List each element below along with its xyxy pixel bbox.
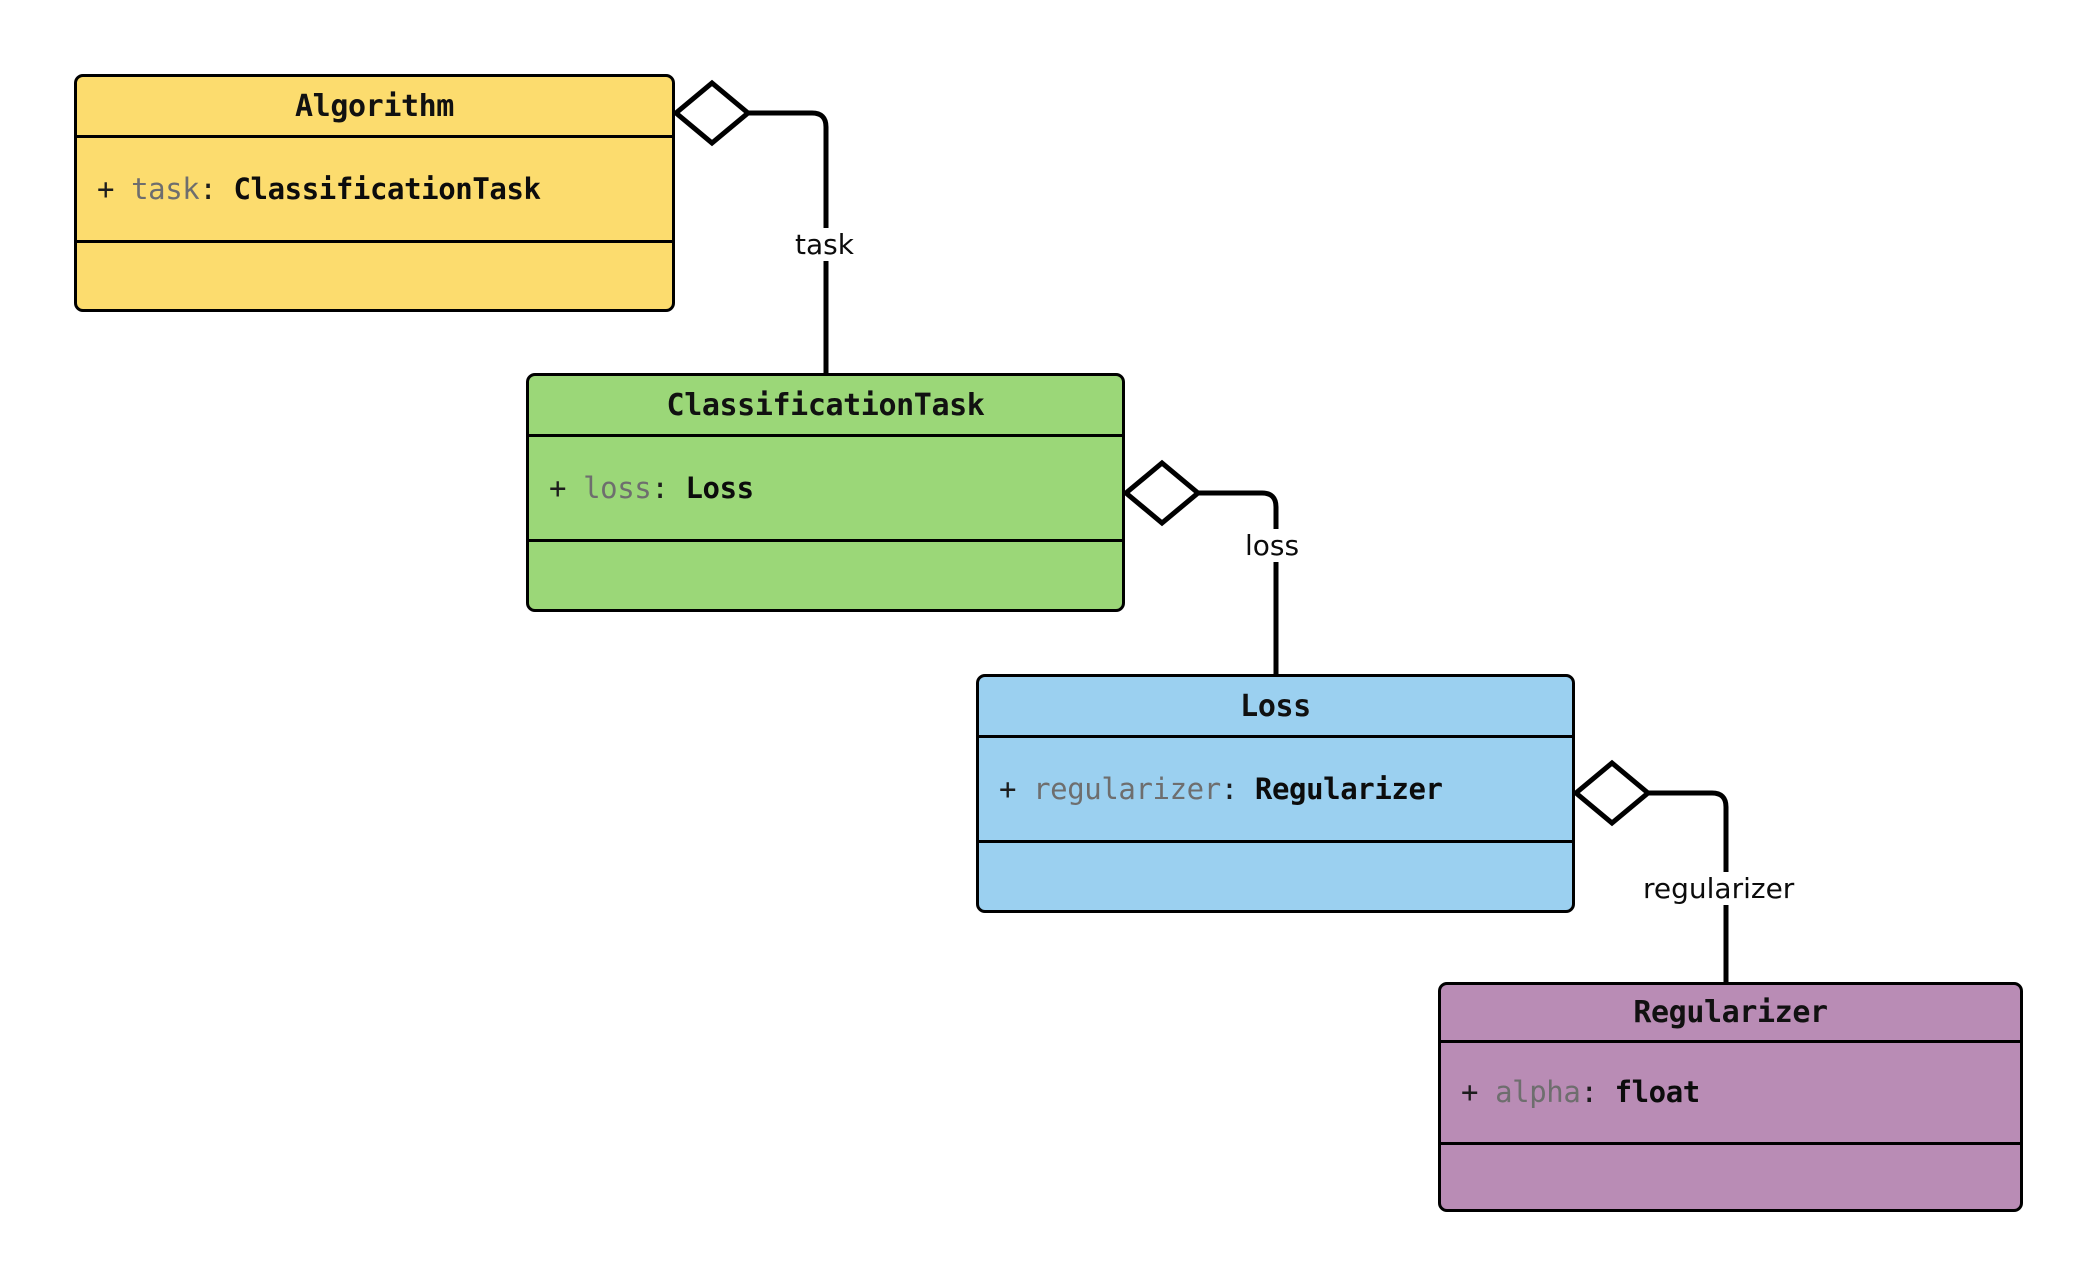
class-title-loss: Loss bbox=[979, 677, 1572, 738]
class-box-regularizer[interactable]: Regularizer + alpha: float bbox=[1438, 982, 2023, 1212]
attribute-name: task bbox=[131, 171, 200, 206]
class-methods-loss bbox=[979, 843, 1572, 910]
attribute-name: alpha bbox=[1495, 1075, 1581, 1110]
attribute-visibility: + bbox=[1461, 1075, 1479, 1110]
attribute-row: + task: ClassificationTask bbox=[97, 171, 672, 207]
class-attributes-algorithm: + task: ClassificationTask bbox=[77, 138, 672, 243]
class-attributes-classificationtask: + loss: Loss bbox=[529, 437, 1122, 542]
class-attributes-regularizer: + alpha: float bbox=[1441, 1043, 2020, 1145]
edge-label-regularizer: regularizer bbox=[1638, 872, 1800, 906]
attribute-type: ClassificationTask bbox=[233, 171, 541, 206]
aggregation-edge-loss bbox=[1122, 459, 1279, 674]
attribute-type: Regularizer bbox=[1254, 771, 1443, 806]
class-title-algorithm: Algorithm bbox=[77, 77, 672, 138]
class-box-loss[interactable]: Loss + regularizer: Regularizer bbox=[976, 674, 1575, 913]
attribute-type: Loss bbox=[685, 470, 755, 505]
attribute-type: float bbox=[1614, 1075, 1701, 1110]
aggregation-diamond-loss bbox=[1122, 459, 1202, 527]
edge-label-loss: loss bbox=[1240, 529, 1305, 563]
edge-line-loss bbox=[1198, 490, 1279, 674]
attribute-row: + loss: Loss bbox=[549, 470, 1122, 506]
aggregation-diamond-regularizer bbox=[1572, 759, 1652, 827]
aggregation-diamond-task bbox=[672, 79, 752, 147]
class-methods-regularizer bbox=[1441, 1145, 2020, 1209]
attribute-name: loss bbox=[583, 470, 652, 505]
attribute-separator: : bbox=[1220, 771, 1238, 806]
attribute-name: regularizer bbox=[1033, 771, 1221, 806]
class-box-algorithm[interactable]: Algorithm + task: ClassificationTask bbox=[74, 74, 675, 312]
attribute-separator: : bbox=[199, 171, 217, 206]
class-box-classificationtask[interactable]: ClassificationTask + loss: Loss bbox=[526, 373, 1125, 612]
attribute-visibility: + bbox=[549, 470, 567, 505]
attribute-separator: : bbox=[651, 470, 669, 505]
attribute-row: + alpha: float bbox=[1461, 1074, 2020, 1110]
class-attributes-loss: + regularizer: Regularizer bbox=[979, 738, 1572, 843]
class-title-regularizer: Regularizer bbox=[1441, 985, 2020, 1043]
attribute-separator: : bbox=[1580, 1075, 1598, 1110]
class-methods-algorithm bbox=[77, 243, 672, 309]
class-title-classificationtask: ClassificationTask bbox=[529, 376, 1122, 437]
edge-label-task: task bbox=[790, 228, 859, 262]
attribute-visibility: + bbox=[97, 171, 115, 206]
attribute-visibility: + bbox=[999, 771, 1017, 806]
class-methods-classificationtask bbox=[529, 542, 1122, 609]
attribute-row: + regularizer: Regularizer bbox=[999, 771, 1572, 807]
